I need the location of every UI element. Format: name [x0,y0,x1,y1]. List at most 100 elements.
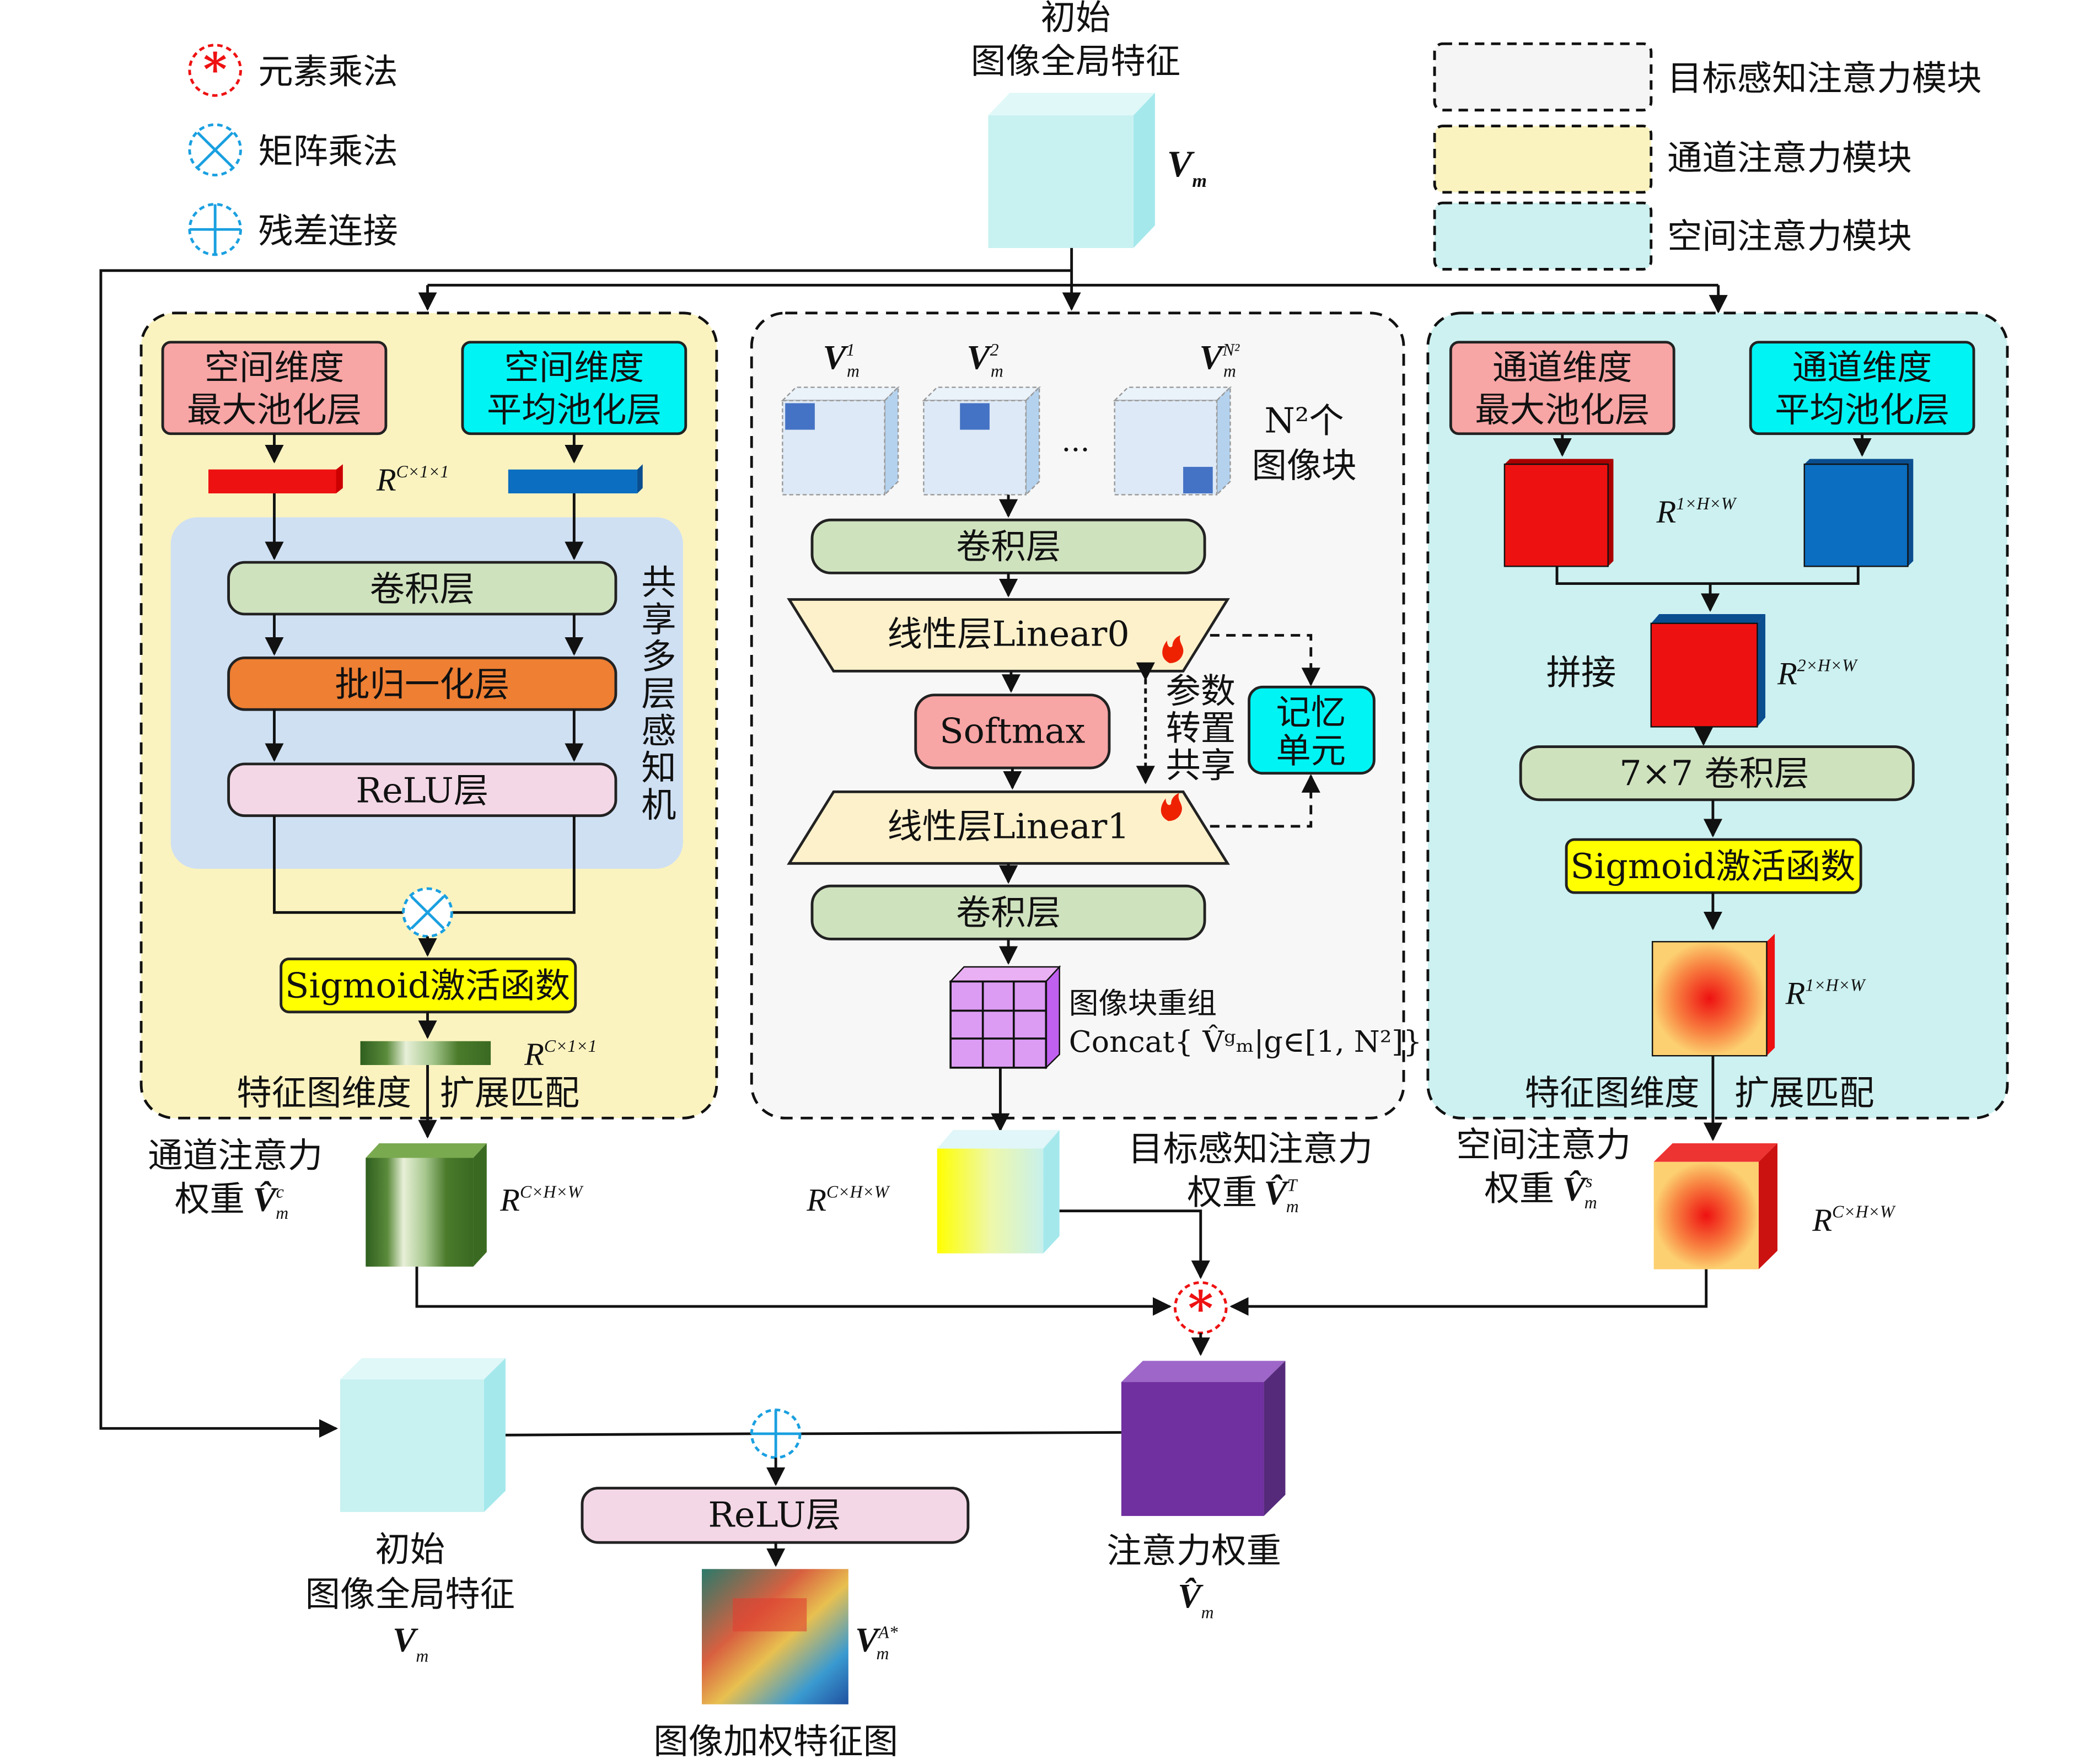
svg-text:特征图维度: 特征图维度 [1525,1073,1700,1114]
fire-icon [1162,635,1184,664]
svg-text:卷积层: 卷积层 [956,892,1061,933]
maxpool-vector [208,469,336,494]
relu-label: ReLU层 [708,1495,841,1535]
legend-residual: 残差连接 [188,203,398,256]
svg-text:扩展匹配: 扩展匹配 [439,1073,579,1114]
svg-text:R2×H×W: R2×H×W [1777,656,1858,692]
svg-text:权重: 权重 [175,1179,245,1219]
svg-text:V̂sm: V̂sm [1562,1170,1597,1212]
input-feature-cube: 初始 图像全局特征 Vm [971,0,1207,248]
svg-text:RC×H×W: RC×H×W [1812,1202,1896,1238]
legend-label: 通道注意力模块 [1667,138,1912,178]
regroup-cube [949,965,1061,1069]
svg-text:V2m: V2m [966,338,1003,380]
svg-text:卷积层: 卷积层 [370,569,475,609]
svg-text:多: 多 [641,637,676,677]
input-label: 图像全局特征 [971,41,1180,82]
svg-text:扩展匹配: 扩展匹配 [1734,1073,1874,1114]
svg-text:RC×H×W: RC×H×W [806,1182,890,1218]
svg-text:最大池化层: 最大池化层 [1475,390,1650,431]
svg-text:初始: 初始 [375,1529,445,1569]
svg-text:平均池化层: 平均池化层 [487,390,662,431]
weighted-feature-map: VA*m 图像加权特征图 [653,1569,898,1762]
svg-text:拼接: 拼接 [1546,653,1616,693]
svg-text:权重: 权重 [1484,1169,1554,1209]
svg-text:共享: 共享 [1165,745,1236,786]
svg-text:特征图维度: 特征图维度 [237,1073,411,1114]
svg-text:Vm: Vm [393,1621,428,1666]
concat-map [1650,622,1758,728]
spatial-attention-module: 通道维度 最大池化层 通道维度 平均池化层 R1×H×W 拼接 R2×H×W 7… [1426,311,2009,1142]
svg-text:RC×1×1: RC×1×1 [524,1036,597,1072]
legend-label: 矩阵乘法 [258,131,398,171]
svg-text:通道维度: 通道维度 [1792,348,1932,388]
svg-text:VA*m: VA*m [855,1621,898,1663]
ellipsis: ... [1061,424,1089,458]
input-feature-cube-bottom: 初始 图像全局特征 Vm [305,1358,515,1666]
memory-unit [1248,685,1376,775]
svg-text:图像加权特征图: 图像加权特征图 [653,1722,898,1762]
svg-text:Sigmoid激活函数: Sigmoid激活函数 [1570,846,1855,886]
channel-attention-module: 空间维度 最大池化层 空间维度 平均池化层 RC×1×1 卷积层 批归一化层 R… [139,311,718,1139]
asterisk-circle-icon [188,44,242,97]
svg-text:RC×1×1: RC×1×1 [376,462,449,498]
svg-text:参数: 参数 [1165,671,1236,712]
svg-text:注意力权重: 注意力权重 [1107,1531,1281,1571]
svg-text:通道注意力: 通道注意力 [148,1136,323,1176]
svg-text:转置: 转置 [1165,708,1236,749]
legend-label: 残差连接 [258,211,398,251]
svg-text:RC×H×W: RC×H×W [499,1182,584,1218]
shared-mlp-label: 共 享 多 层 感 知 机 [641,562,676,825]
svg-text:通道维度: 通道维度 [1492,348,1632,388]
svg-text:V1m: V1m [823,338,859,380]
legend-elementwise: * 元素乘法 [188,43,398,97]
legend-modules: 目标感知注意力模块 通道注意力模块 空间注意力模块 [1433,42,1982,271]
svg-text:R1×H×W: R1×H×W [1656,494,1737,530]
svg-text:感: 感 [641,711,676,751]
svg-text:R1×H×W: R1×H×W [1785,975,1866,1011]
svg-text:图像块重组: 图像块重组 [1069,987,1217,1021]
svg-text:Vm: Vm [1167,143,1207,191]
svg-text:平均池化层: 平均池化层 [1775,390,1949,431]
svg-text:空间注意力: 空间注意力 [1456,1125,1631,1165]
svg-text:线性层Linear0: 线性层Linear0 [887,614,1129,654]
svg-text:*: * [1188,1280,1213,1336]
svg-text:图像全局特征: 图像全局特征 [305,1574,515,1615]
svg-text:批归一化层: 批归一化层 [335,665,509,705]
svg-text:记忆: 记忆 [1276,692,1346,733]
linear0-layer [787,598,1230,673]
svg-text:空间维度: 空间维度 [205,348,345,388]
linear1-layer [787,790,1230,865]
legend-label: 空间注意力模块 [1667,216,1912,256]
svg-text:*: * [203,43,227,95]
svg-text:7×7 卷积层: 7×7 卷积层 [1619,754,1809,794]
max-map [1503,463,1609,567]
svg-text:V̂m: V̂m [1178,1577,1213,1622]
spatial-weight-map [1651,941,1768,1057]
conv-layer [227,561,617,616]
svg-text:最大池化层: 最大池化层 [187,390,362,431]
svg-text:图像块: 图像块 [1252,446,1356,486]
svg-text:层: 层 [641,674,676,714]
fire-icon [1161,793,1182,821]
svg-text:ReLU层: ReLU层 [356,771,488,811]
svg-text:N²个: N²个 [1264,401,1344,441]
svg-text:知: 知 [641,748,676,788]
svg-text:Concat{ V̂ᵍₘ|g∈[1, N²]}: Concat{ V̂ᵍₘ|g∈[1, N²]} [1069,1024,1422,1059]
svg-text:V̂cm: V̂cm [253,1180,288,1223]
avgpool-vector [508,469,637,494]
svg-text:Sigmoid激活函数: Sigmoid激活函数 [285,966,570,1006]
svg-text:单元: 单元 [1276,731,1346,771]
relu-layer [227,762,617,818]
conv7x7-layer [1519,745,1915,802]
legend-label: 元素乘法 [258,52,398,92]
svg-text:Softmax: Softmax [939,711,1085,751]
svg-text:空间维度: 空间维度 [504,348,644,388]
